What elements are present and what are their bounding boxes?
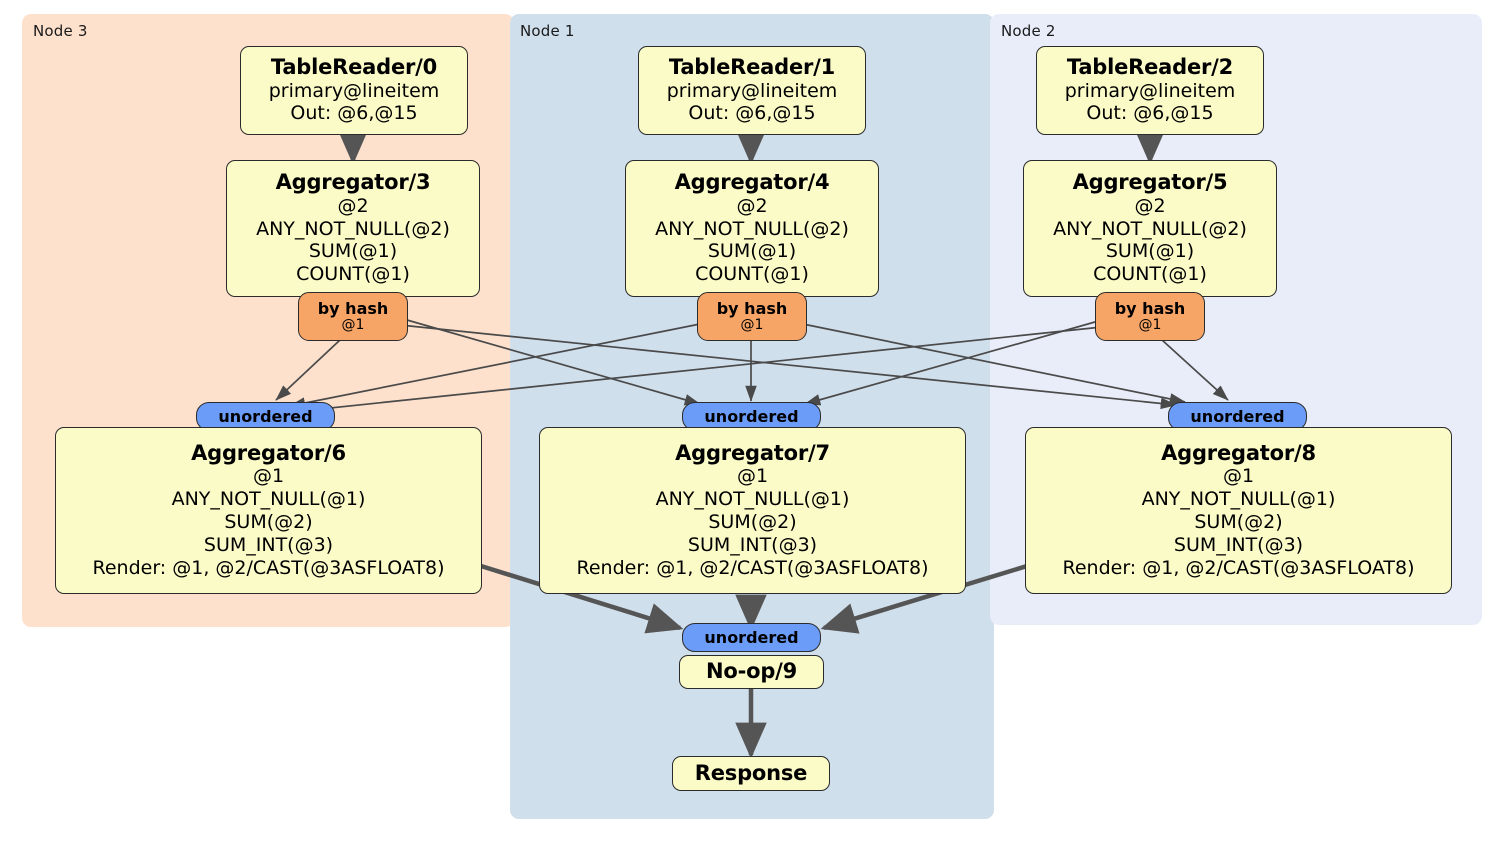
box-title: Aggregator/3 [275, 169, 431, 194]
router-by-hash-4[interactable]: by hash @1 [697, 292, 807, 341]
box-line: ANY_NOT_NULL(@2) [655, 217, 849, 240]
box-line: primary@lineitem [666, 79, 838, 102]
stream-unordered-final[interactable]: unordered [682, 623, 821, 652]
box-line: ANY_NOT_NULL(@1) [655, 488, 850, 511]
box-line: SUM(@2) [708, 511, 797, 534]
box-aggregator-6[interactable]: Aggregator/6 @1 ANY_NOT_NULL(@1) SUM(@2)… [55, 427, 482, 594]
box-title: Aggregator/4 [674, 169, 830, 194]
box-line: ANY_NOT_NULL(@2) [1053, 217, 1247, 240]
box-line: Out: @6,@15 [688, 102, 816, 125]
box-tablereader-2[interactable]: TableReader/2 primary@lineitem Out: @6,@… [1036, 46, 1264, 135]
router-sublabel: @1 [1138, 316, 1162, 333]
box-aggregator-8[interactable]: Aggregator/8 @1 ANY_NOT_NULL(@1) SUM(@2)… [1025, 427, 1452, 594]
box-line: SUM(@1) [308, 240, 398, 263]
box-line: primary@lineitem [1064, 79, 1236, 102]
box-line: COUNT(@1) [695, 263, 809, 286]
box-title: No-op/9 [705, 659, 798, 684]
router-label: by hash [317, 299, 389, 319]
box-aggregator-7[interactable]: Aggregator/7 @1 ANY_NOT_NULL(@1) SUM(@2)… [539, 427, 966, 594]
router-sublabel: @1 [341, 316, 365, 333]
box-title: Response [694, 760, 808, 785]
box-aggregator-5[interactable]: Aggregator/5 @2 ANY_NOT_NULL(@2) SUM(@1)… [1023, 160, 1277, 297]
box-noop-9[interactable]: No-op/9 [679, 655, 824, 689]
node-panel-label-node1: Node 1 [520, 22, 575, 40]
router-by-hash-5[interactable]: by hash @1 [1095, 292, 1205, 341]
box-line: primary@lineitem [268, 79, 440, 102]
box-tablereader-1[interactable]: TableReader/1 primary@lineitem Out: @6,@… [638, 46, 866, 135]
box-line: Render: @1, @2/CAST(@3ASFLOAT8) [92, 556, 445, 579]
stream-unordered-7[interactable]: unordered [682, 402, 821, 431]
box-line: Out: @6,@15 [290, 102, 418, 125]
box-line: SUM_INT(@3) [687, 533, 818, 556]
box-line: @1 [252, 465, 285, 488]
box-title: TableReader/1 [668, 54, 836, 79]
box-line: SUM(@1) [1105, 240, 1195, 263]
node-panel-label-node3: Node 3 [33, 22, 88, 40]
box-tablereader-0[interactable]: TableReader/0 primary@lineitem Out: @6,@… [240, 46, 468, 135]
box-line: @2 [337, 194, 369, 217]
stream-label: unordered [218, 406, 313, 426]
router-label: by hash [1114, 299, 1186, 319]
stream-label: unordered [704, 406, 799, 426]
box-title: TableReader/2 [1066, 54, 1234, 79]
box-line: SUM_INT(@3) [203, 533, 334, 556]
box-title: Aggregator/5 [1072, 169, 1228, 194]
router-by-hash-3[interactable]: by hash @1 [298, 292, 408, 341]
stream-label: unordered [704, 627, 799, 647]
box-response[interactable]: Response [672, 756, 830, 791]
box-line: COUNT(@1) [1093, 263, 1207, 286]
box-line: @2 [1134, 194, 1166, 217]
box-line: ANY_NOT_NULL(@1) [171, 488, 366, 511]
box-title: Aggregator/7 [675, 440, 830, 465]
box-aggregator-4[interactable]: Aggregator/4 @2 ANY_NOT_NULL(@2) SUM(@1)… [625, 160, 879, 297]
box-line: Render: @1, @2/CAST(@3ASFLOAT8) [1062, 556, 1415, 579]
box-line: Out: @6,@15 [1086, 102, 1214, 125]
box-line: SUM(@2) [1194, 511, 1283, 534]
box-line: ANY_NOT_NULL(@1) [1141, 488, 1336, 511]
router-label: by hash [716, 299, 788, 319]
box-line: SUM(@1) [707, 240, 797, 263]
node-panel-label-node2: Node 2 [1001, 22, 1056, 40]
box-line: @1 [736, 465, 769, 488]
box-aggregator-3[interactable]: Aggregator/3 @2 ANY_NOT_NULL(@2) SUM(@1)… [226, 160, 480, 297]
box-line: COUNT(@1) [296, 263, 410, 286]
stream-label: unordered [1190, 406, 1285, 426]
router-sublabel: @1 [740, 316, 764, 333]
box-line: @2 [736, 194, 768, 217]
box-line: Render: @1, @2/CAST(@3ASFLOAT8) [576, 556, 929, 579]
box-line: ANY_NOT_NULL(@2) [256, 217, 450, 240]
box-line: SUM(@2) [224, 511, 313, 534]
box-title: Aggregator/6 [191, 440, 346, 465]
box-line: SUM_INT(@3) [1173, 533, 1304, 556]
box-title: TableReader/0 [270, 54, 438, 79]
box-title: Aggregator/8 [1161, 440, 1316, 465]
box-line: @1 [1222, 465, 1255, 488]
